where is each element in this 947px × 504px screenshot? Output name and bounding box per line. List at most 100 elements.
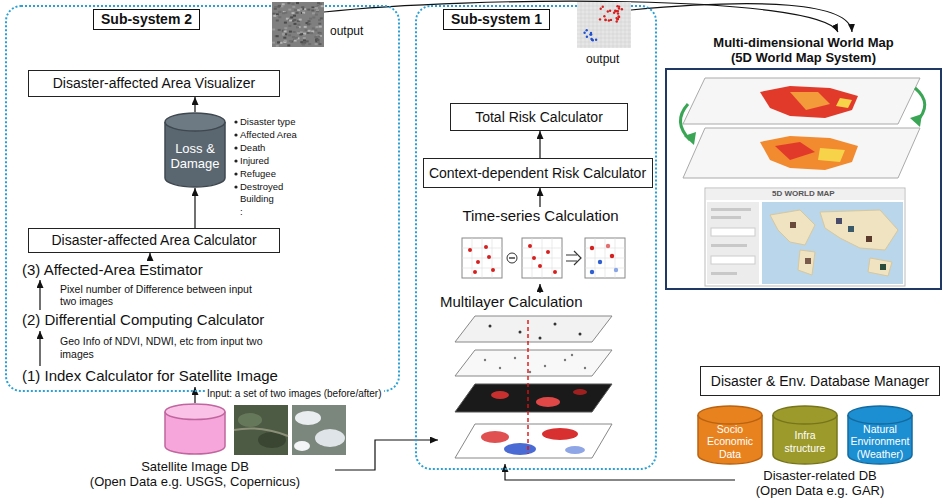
group-heading: Time-series Calculation bbox=[448, 207, 633, 225]
time-series-plot-part bbox=[473, 270, 477, 274]
world-map-screenshot-part bbox=[683, 128, 920, 178]
time-series-plot-part bbox=[590, 246, 594, 250]
thumbnail-speck bbox=[290, 16, 293, 18]
image-database: Satellite Image DB(Open Data e.g. USGS, … bbox=[55, 403, 335, 502]
thumbnail-dot bbox=[586, 29, 588, 31]
thumbnail-dot bbox=[600, 8, 602, 10]
multilayer-plot-part bbox=[529, 371, 531, 373]
time-series-plot-part bbox=[522, 238, 562, 278]
thumbnail-dot bbox=[617, 12, 619, 14]
thumbnail-speck bbox=[289, 31, 292, 33]
multilayer-plot-part bbox=[565, 446, 585, 454]
process-box: Total Risk Calculator bbox=[450, 103, 628, 131]
thumbnail-speck bbox=[284, 40, 287, 42]
time-series-plot-part bbox=[462, 238, 502, 278]
bullet-part bbox=[234, 172, 237, 175]
thumbnail-dot bbox=[618, 16, 620, 18]
time-series-plot-part bbox=[484, 245, 488, 249]
thumbnail-speck bbox=[296, 26, 299, 28]
connector bbox=[194, 188, 195, 228]
multilayer-plot-part bbox=[571, 354, 573, 356]
thumbnail-speck bbox=[278, 29, 281, 31]
thumbnail-speck bbox=[312, 12, 315, 14]
thumbnail-speck bbox=[293, 39, 296, 41]
world-map-screenshot-part bbox=[805, 258, 811, 264]
thumbnail-speck bbox=[288, 34, 291, 36]
list-item: Disaster type bbox=[240, 116, 295, 128]
time-series-plot-part bbox=[614, 268, 618, 272]
step-label-text: (2) Differential Computing Calculator bbox=[18, 310, 264, 330]
multilayer-plot-part bbox=[455, 424, 612, 458]
multilayer-plot-part bbox=[564, 359, 566, 361]
thumbnail-speck bbox=[316, 10, 319, 12]
thumbnail-speck bbox=[315, 7, 318, 9]
thumbnail-speck bbox=[317, 39, 320, 41]
thumbnail-dot bbox=[609, 10, 611, 12]
time-series-plot-part bbox=[574, 251, 581, 265]
process-box: Context-dependent Risk Calculator bbox=[423, 158, 653, 188]
thumbnail-speck bbox=[302, 44, 305, 46]
world-map-screenshot-part bbox=[848, 226, 854, 232]
list-item: Refugee bbox=[240, 168, 276, 180]
thumbnail-speck bbox=[273, 13, 276, 15]
thumbnail-speck bbox=[276, 13, 279, 15]
thumbnail-speck bbox=[317, 35, 320, 37]
thumbnail-speck bbox=[315, 14, 318, 16]
satellite-photo-part bbox=[234, 428, 288, 436]
time-series-plot-part bbox=[590, 270, 594, 274]
world-map-screenshot-part bbox=[798, 250, 815, 275]
thumbnail-speck bbox=[303, 34, 306, 36]
time-series-plot-part bbox=[553, 270, 557, 274]
multilayer-plot-part bbox=[499, 367, 501, 369]
time-series-plot-part bbox=[468, 248, 472, 252]
thumbnail-speck bbox=[284, 22, 287, 24]
connector bbox=[194, 97, 195, 112]
thumbnail-speck bbox=[272, 29, 275, 31]
thumbnail-speck bbox=[278, 11, 281, 13]
thumbnail-speck bbox=[288, 9, 291, 11]
thumbnail-speck bbox=[288, 19, 291, 21]
world-map-screenshot-part bbox=[836, 218, 842, 224]
database-cylinder: Infra structure bbox=[772, 405, 838, 465]
thumbnail-speck bbox=[283, 37, 286, 39]
thumbnail-speck bbox=[276, 20, 279, 22]
thumbnail-speck bbox=[315, 7, 318, 9]
world-map-screenshot-part bbox=[711, 208, 751, 211]
thumbnail-speck bbox=[294, 40, 297, 42]
satellite-photo-part bbox=[294, 441, 310, 451]
thumbnail-speck bbox=[284, 30, 287, 32]
connector bbox=[39, 331, 40, 366]
box-label: Total Risk Calculator bbox=[475, 109, 603, 126]
thumbnail-speck bbox=[305, 29, 308, 31]
list-item: Affected Area bbox=[240, 129, 297, 141]
time-series-plot-part bbox=[491, 268, 495, 272]
multilayer-plot-part bbox=[527, 320, 528, 454]
connector bbox=[539, 284, 540, 293]
map-panel-border bbox=[665, 68, 942, 290]
thumbnail-dot bbox=[607, 10, 609, 12]
world-map-screenshot-part bbox=[836, 98, 852, 108]
thumbnail-dot bbox=[616, 18, 618, 20]
region-heading: Sub-system 2 bbox=[93, 9, 200, 30]
box-label: Disaster & Env. Database Manager bbox=[711, 373, 929, 390]
thumbnail-speck bbox=[308, 20, 311, 22]
subsystem-region: Sub-system 1outputTotal Risk CalculatorC… bbox=[415, 5, 657, 470]
cylinder-label: Natural Environment (Weather) bbox=[847, 423, 913, 459]
time-series-plot-part bbox=[610, 254, 614, 258]
thumbnail-speck bbox=[297, 32, 300, 34]
thumbnail-dot bbox=[621, 8, 623, 10]
thumbnail-dot bbox=[591, 39, 593, 41]
world-map-screenshot-part bbox=[775, 142, 815, 160]
multilayer-plot-part bbox=[504, 443, 536, 455]
thumbnail-speck bbox=[300, 31, 303, 33]
thumbnail-speck bbox=[293, 31, 296, 33]
thumbnail-dot bbox=[595, 39, 597, 41]
thumbnail-speck bbox=[293, 15, 296, 17]
time-series-plot-part bbox=[538, 264, 542, 268]
thumbnail-speck bbox=[320, 17, 323, 19]
region-outline bbox=[415, 5, 657, 470]
calculation-group: Time-series Calculation bbox=[448, 207, 633, 284]
connector bbox=[539, 131, 540, 158]
thumbnail-speck bbox=[316, 26, 319, 28]
